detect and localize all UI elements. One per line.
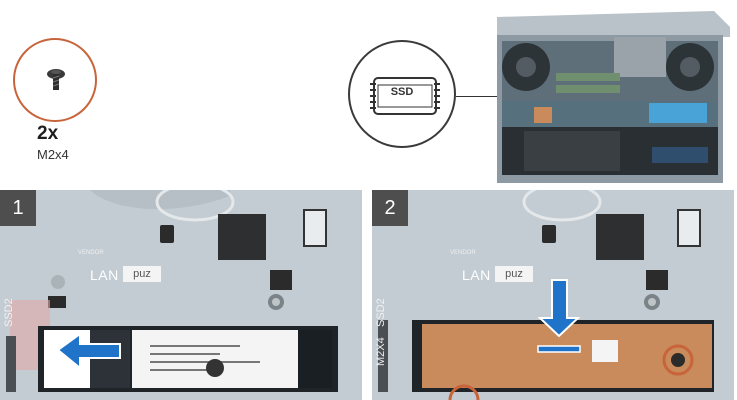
vendor-label: VENDOR: [78, 250, 104, 256]
ssd-callout-circle: [348, 40, 456, 148]
ssd2-label: SSD2: [3, 298, 15, 327]
step-number: 2: [372, 190, 408, 226]
ssd2-label: SSD2: [375, 298, 387, 327]
step-number: 1: [0, 190, 36, 226]
laptop-overview: [494, 7, 730, 184]
lan-label: LAN: [90, 267, 119, 283]
puz-label: puz: [495, 266, 533, 282]
vendor-label: VENDOR: [450, 250, 476, 256]
m2x4-label: M2X4: [375, 337, 387, 366]
lan-label: LAN: [462, 267, 491, 283]
step-2-panel: 2 VENDOR LAN puz SSD2 M2X4: [372, 190, 734, 400]
screw-callout-circle: [13, 38, 97, 122]
step-1-panel: 1 VENDOR LAN puz SSD2: [0, 190, 362, 400]
screw-icon: [47, 69, 65, 90]
ssd-icon: [370, 77, 440, 115]
screw-size: M2x4: [37, 147, 69, 162]
ssd-label: SSD: [390, 86, 414, 98]
screw-quantity: 2x: [37, 123, 59, 144]
puz-label: puz: [123, 266, 161, 282]
